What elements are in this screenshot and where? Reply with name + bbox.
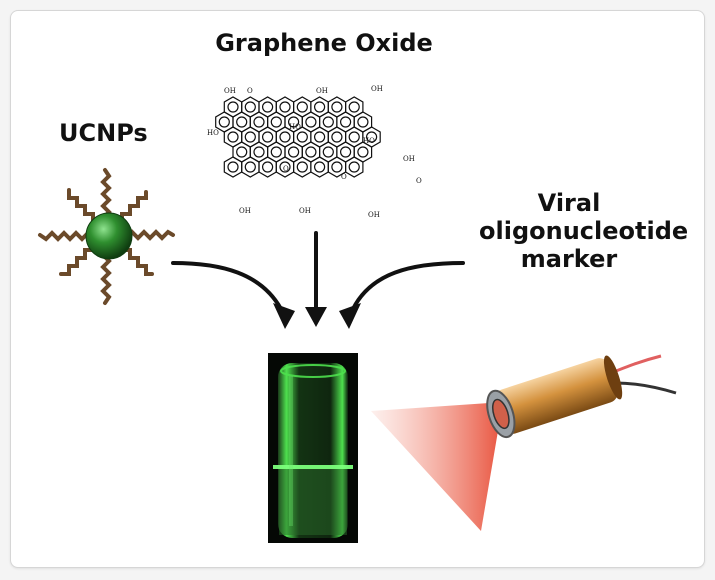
viral-marker-label-line2: oligonucleotide xyxy=(479,217,689,245)
aromatic-ring-circle xyxy=(227,161,239,173)
chem-group-label: O xyxy=(247,87,253,95)
aromatic-ring-circle xyxy=(357,116,369,128)
ucnps-label: UCNPs xyxy=(59,119,148,147)
aromatic-ring-circle xyxy=(236,116,248,128)
chem-group-label: OH xyxy=(371,85,383,93)
viral-marker-label: Viral oligonucleotide marker xyxy=(479,189,689,273)
aromatic-ring-circle xyxy=(227,101,239,113)
arrow-from-viral-marker xyxy=(351,261,465,311)
aromatic-ring-circle xyxy=(253,146,265,158)
chem-group-label: HO xyxy=(363,137,375,145)
aromatic-ring-circle xyxy=(218,116,230,128)
aromatic-ring-circle xyxy=(314,131,326,143)
aromatic-ring-circle xyxy=(270,116,282,128)
chem-group-label: OH xyxy=(224,87,236,95)
aromatic-ring-circle xyxy=(348,101,360,113)
graphene-ring xyxy=(223,156,243,178)
aromatic-ring-circle xyxy=(331,131,343,143)
aromatic-ring-circle xyxy=(296,131,308,143)
aromatic-ring-circle xyxy=(314,161,326,173)
graphene-oxide-label: Graphene Oxide xyxy=(215,29,433,57)
aromatic-ring-circle xyxy=(288,146,300,158)
aromatic-ring-circle xyxy=(227,131,239,143)
arrow-head-right xyxy=(339,303,361,329)
chem-group-label: HO xyxy=(207,129,219,137)
aromatic-ring-circle xyxy=(262,131,274,143)
graphene-oxide-structure-icon: OH O OH OH HO HO HO OH OH OH OH O O O xyxy=(207,85,422,219)
laser-cable-black xyxy=(615,381,677,395)
chem-group-label: OH xyxy=(403,155,415,163)
laser-cable-red xyxy=(610,354,662,375)
aromatic-ring-circle xyxy=(340,146,352,158)
chem-group-label: OH xyxy=(368,211,380,219)
aromatic-ring-circle xyxy=(348,161,360,173)
laser-beam xyxy=(371,403,499,531)
aromatic-ring-circle xyxy=(279,161,291,173)
chem-group-label: OH xyxy=(239,207,251,215)
laser-body xyxy=(494,358,618,434)
aromatic-ring-circle xyxy=(322,146,334,158)
chem-group-label: O xyxy=(416,177,422,185)
viral-marker-label-line3: marker xyxy=(520,245,618,273)
aromatic-ring-circle xyxy=(305,116,317,128)
nanoparticle-core xyxy=(85,212,133,260)
aromatic-ring-circle xyxy=(253,116,265,128)
laser-pointer-icon xyxy=(371,354,677,531)
chem-group-label: OH xyxy=(299,207,311,215)
aromatic-ring-circle xyxy=(366,131,378,143)
aromatic-ring-circle xyxy=(244,161,256,173)
aromatic-ring-circle xyxy=(322,116,334,128)
graphene-ring xyxy=(241,156,260,178)
aromatic-ring-circle xyxy=(357,146,369,158)
graphene-ring xyxy=(310,156,329,178)
arrow-from-ucnps xyxy=(171,261,283,311)
arrow-head-middle xyxy=(305,307,327,327)
graphene-ring xyxy=(345,156,364,178)
aromatic-ring-circle xyxy=(262,161,274,173)
viral-marker-label-line1: Viral xyxy=(537,189,601,217)
chem-group-label: O xyxy=(341,173,347,181)
aromatic-ring-circle xyxy=(279,131,291,143)
diagram-canvas: OH O OH OH HO HO HO OH OH OH OH O O O xyxy=(38,85,677,543)
aromatic-ring-circle xyxy=(279,101,291,113)
aromatic-ring-circle xyxy=(331,101,343,113)
aromatic-ring-circle xyxy=(236,146,248,158)
laser-lens xyxy=(491,398,510,430)
aromatic-ring-circle xyxy=(296,161,308,173)
convergence-arrows xyxy=(171,231,465,313)
aromatic-ring-circle xyxy=(262,101,274,113)
graphene-ring xyxy=(293,156,312,178)
aromatic-ring-circle xyxy=(305,146,317,158)
aromatic-ring-circle xyxy=(340,116,352,128)
aromatic-ring-circle xyxy=(296,101,308,113)
aromatic-ring-circle xyxy=(314,101,326,113)
arrow-heads xyxy=(273,303,361,329)
aromatic-ring-circle xyxy=(244,101,256,113)
arrow-head-left xyxy=(273,303,295,329)
aromatic-ring-circle xyxy=(244,131,256,143)
graphene-ring xyxy=(258,156,277,178)
chem-group-label: HO xyxy=(289,123,301,131)
chem-group-label: OH xyxy=(316,87,328,95)
aromatic-ring-circle xyxy=(348,131,360,143)
aromatic-ring-circle xyxy=(288,116,300,128)
figure-panel: Graphene Oxide UCNPs Viral oligonucleoti… xyxy=(10,10,705,568)
vial-photo-icon xyxy=(268,353,358,543)
chem-group-label: O xyxy=(283,165,289,173)
aromatic-ring-circle xyxy=(331,161,343,173)
aromatic-ring-circle xyxy=(270,146,282,158)
